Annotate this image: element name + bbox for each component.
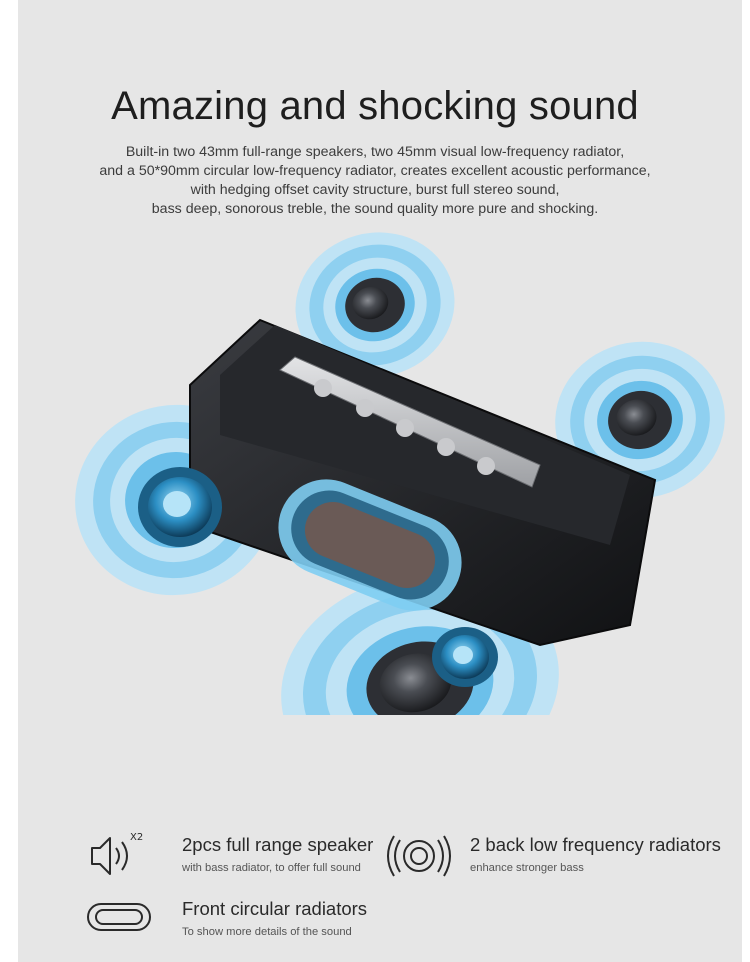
page-edge-left — [0, 0, 18, 962]
feature-back-radiators: 2 back low frequency radiators enhance s… — [470, 834, 721, 874]
description-line: and a 50*90mm circular low-frequency rad… — [99, 163, 651, 179]
speaker-x2-icon: X2 — [91, 832, 143, 875]
front-oval-radiator — [278, 479, 462, 611]
speaker-exploded-illustration — [75, 232, 725, 715]
oval-radiator-icon — [87, 903, 151, 931]
feature-subtitle: To show more details of the sound — [182, 926, 352, 938]
description: Built-in two 43mm full-range speakers, t… — [60, 143, 690, 219]
feature-subtitle: with bass radiator, to offer full sound — [182, 862, 361, 874]
concentric-rings-icon — [387, 835, 451, 877]
feature-full-range-speaker: 2pcs full range speaker with bass radiat… — [182, 834, 373, 874]
description-line: with hedging offset cavity structure, bu… — [190, 182, 560, 198]
speaker-body — [138, 318, 657, 687]
sound-wave-top — [295, 232, 455, 378]
feature-subtitle: enhance stronger bass — [470, 862, 584, 874]
bottom-driver — [432, 627, 498, 687]
left-driver — [138, 467, 222, 547]
feature-title: 2pcs full range speaker — [182, 834, 374, 855]
x2-badge: X2 — [130, 832, 143, 843]
feature-front-radiators: Front circular radiators To show more de… — [182, 898, 367, 938]
description-line: bass deep, sonorous treble, the sound qu… — [151, 201, 599, 217]
description-line: Built-in two 43mm full-range speakers, t… — [125, 144, 625, 160]
headline: Amazing and shocking sound — [111, 84, 639, 128]
feature-title: Front circular radiators — [182, 898, 368, 919]
feature-title: 2 back low frequency radiators — [470, 834, 721, 855]
page-edge-right — [742, 0, 750, 962]
feature-list: X2 2pcs full range speaker with bass rad… — [0, 820, 750, 960]
